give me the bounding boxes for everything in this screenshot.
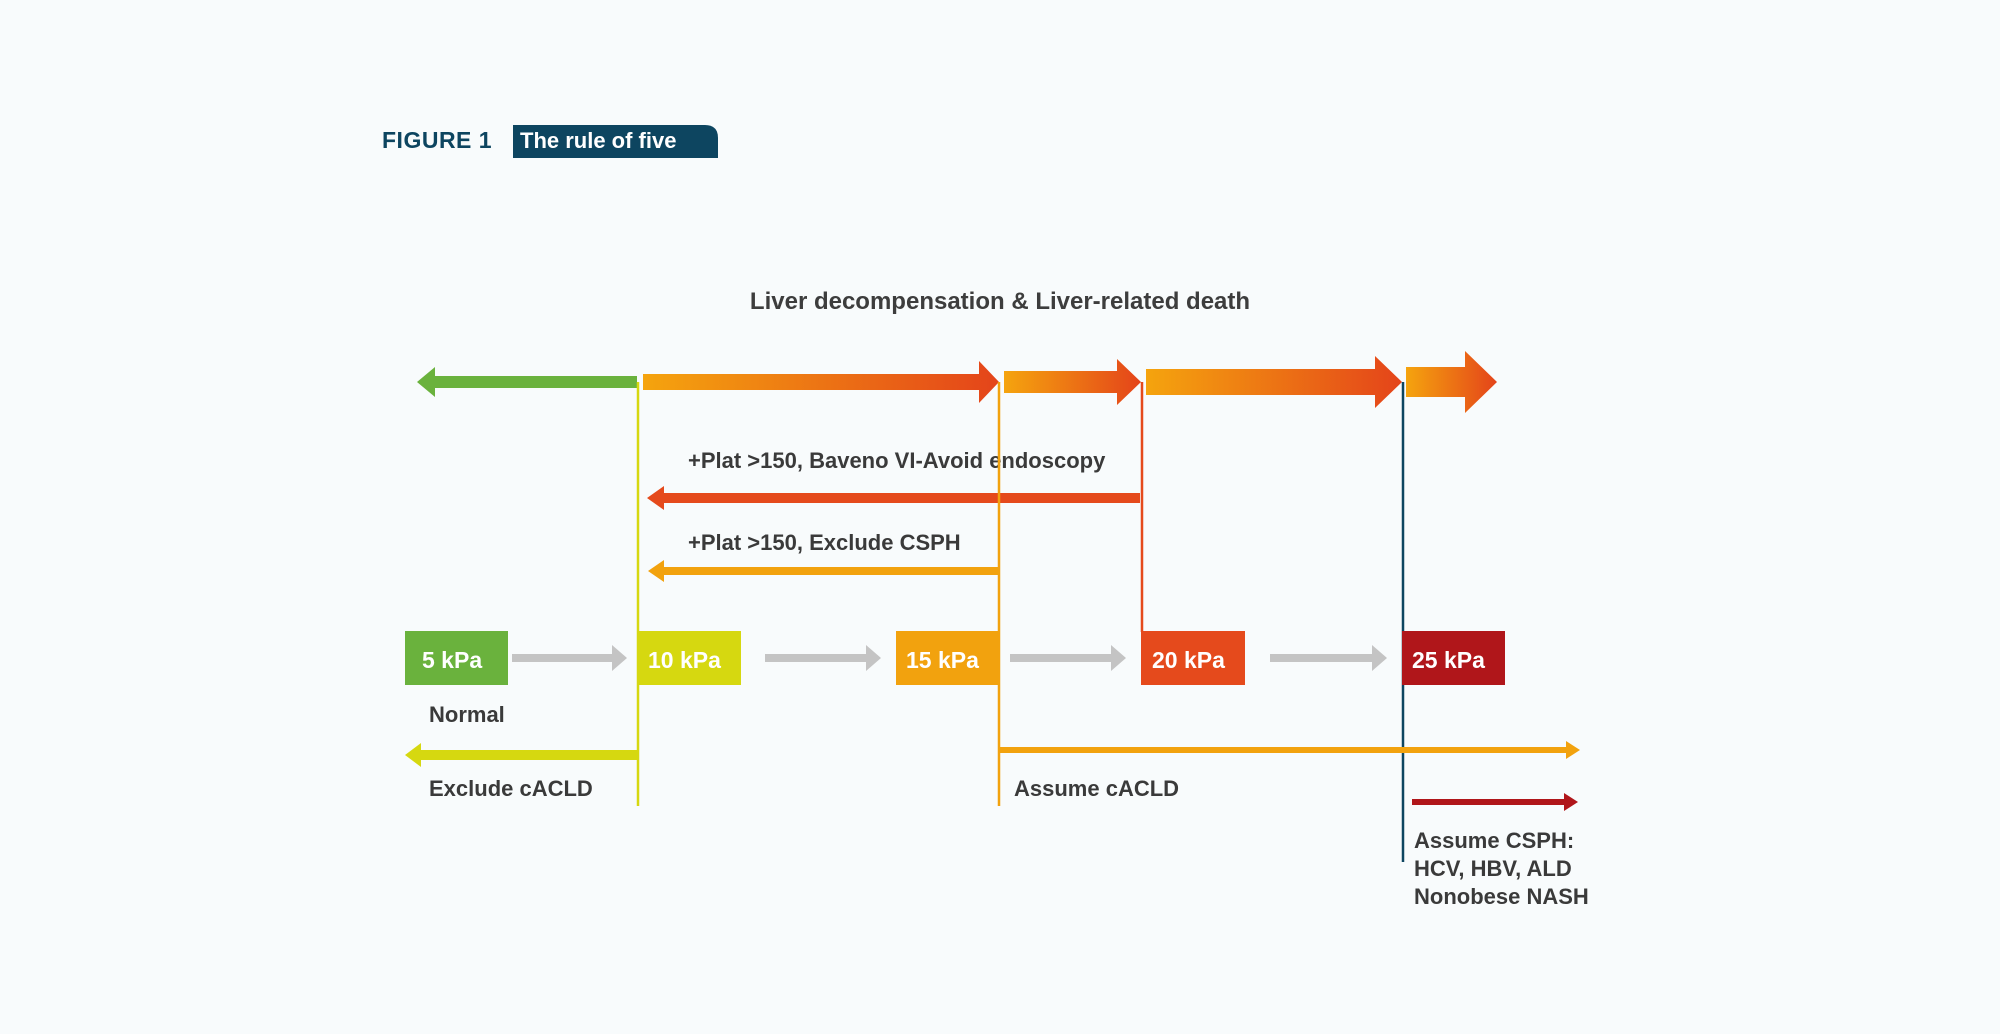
top-arrow-segment-2: [1004, 359, 1141, 405]
threshold-label-5kpa: 5 kPa: [422, 647, 482, 673]
top-arrow-segment-3: [1146, 356, 1402, 408]
threshold-label-15kpa: 15 kPa: [906, 647, 979, 673]
diagram-title: Liver decompensation & Liver-related dea…: [750, 288, 1250, 315]
note-baveno: +Plat >150, Baveno VI-Avoid endoscopy: [688, 448, 1106, 473]
note-assume-csph-line-3: Nonobese NASH: [1414, 884, 1589, 909]
threshold-box-5kpa: [405, 631, 508, 685]
grey-arrow-4: [1270, 645, 1387, 671]
note-exclude-cacld: Exclude cACLD: [429, 776, 593, 801]
threshold-label-20kpa: 20 kPa: [1152, 647, 1225, 673]
arrow-assume-cacld: [999, 741, 1580, 759]
arrow-assume-csph: [1412, 793, 1578, 811]
note-exclude-csph: +Plat >150, Exclude CSPH: [688, 530, 961, 555]
note-normal: Normal: [429, 702, 505, 727]
grey-arrow-3: [1010, 645, 1126, 671]
figure-label: FIGURE 1: [382, 127, 492, 153]
note-assume-csph-line-2: HCV, HBV, ALD: [1414, 856, 1572, 881]
note-assume-csph-line-1: Assume CSPH:: [1414, 828, 1574, 853]
figure-title-tab: [513, 125, 718, 158]
top-arrow-segment-4: [1406, 351, 1497, 413]
threshold-box-15kpa: [896, 631, 999, 685]
arrow-exclude-csph-back: [648, 560, 999, 582]
figure-title: The rule of five: [520, 128, 676, 153]
threshold-label-25kpa: 25 kPa: [1412, 647, 1485, 673]
arrow-exclude-cacld: [405, 743, 638, 767]
threshold-label-10kpa: 10 kPa: [648, 647, 721, 673]
grey-arrow-2: [765, 645, 881, 671]
threshold-box-10kpa: [638, 631, 741, 685]
grey-arrow-1: [512, 645, 627, 671]
arrow-baveno-back: [647, 486, 1140, 510]
threshold-box-25kpa: [1402, 631, 1505, 685]
note-assume-cacld: Assume cACLD: [1014, 776, 1179, 801]
top-arrow-segment-1: [643, 361, 999, 403]
top-arrow-green-left: [417, 367, 637, 397]
threshold-box-20kpa: [1141, 631, 1245, 685]
